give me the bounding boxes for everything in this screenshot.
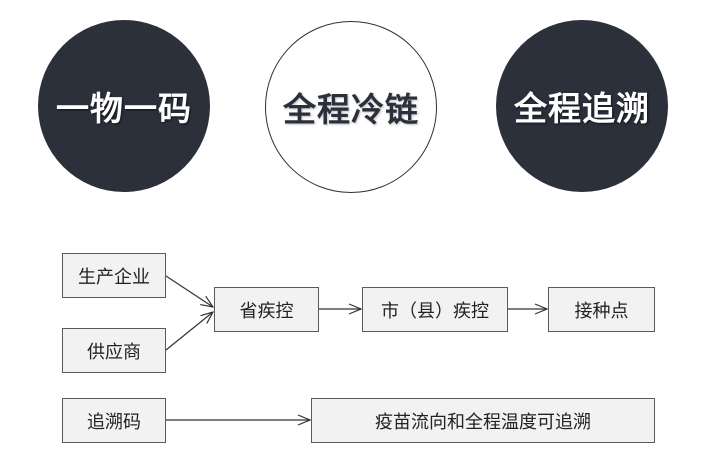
box-manufacturer: 生产企业	[62, 253, 166, 298]
circle-full-cold-chain: 全程冷链	[265, 21, 437, 193]
box-label: 追溯码	[87, 411, 141, 433]
circle-label: 一物一码	[56, 89, 192, 128]
circle-label: 全程追溯	[514, 89, 650, 128]
box-label: 供应商	[87, 341, 141, 363]
box-label: 疫苗流向和全程温度可追溯	[375, 411, 591, 433]
box-city-county-cdc: 市（县）疾控	[362, 287, 508, 332]
box-trace-code: 追溯码	[62, 398, 166, 443]
circle-one-item-one-code: 一物一码	[38, 20, 210, 192]
arrow-manufacturer-to-provincial	[165, 275, 213, 307]
circle-full-traceability: 全程追溯	[496, 20, 668, 192]
box-label: 接种点	[574, 300, 629, 322]
box-label: 市（县）疾控	[381, 300, 489, 322]
box-supplier: 供应商	[62, 328, 166, 373]
box-provincial-cdc: 省疾控	[214, 287, 319, 332]
box-label: 省疾控	[239, 300, 294, 322]
box-trace-result: 疫苗流向和全程温度可追溯	[311, 398, 655, 443]
circle-label: 全程冷链	[283, 90, 419, 129]
arrow-supplier-to-provincial	[165, 312, 213, 351]
box-vaccination-site: 接种点	[548, 287, 655, 332]
box-label: 生产企业	[78, 266, 150, 288]
